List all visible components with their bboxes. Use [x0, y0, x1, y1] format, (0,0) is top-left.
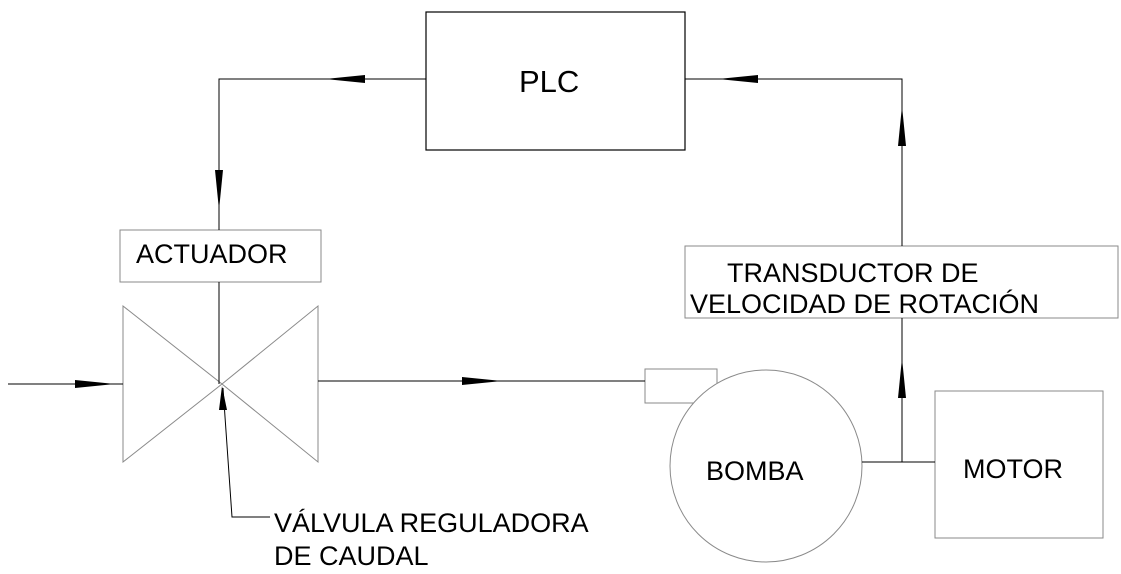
bomba-circle [669, 369, 863, 563]
transductor-label-line1: TRANSDUCTOR DE [727, 258, 979, 288]
motor-box [934, 390, 1104, 539]
valve-right-triangle [221, 304, 319, 464]
actuador-input-arrow [215, 170, 223, 210]
bomba-label: BOMBA [706, 456, 804, 486]
sensor-arrow [898, 358, 906, 398]
transductor-output-arrow [898, 106, 906, 146]
transductor-to-plc-line [685, 78, 903, 246]
valve-left-triangle [122, 304, 223, 464]
valve-to-pump-arrow [462, 377, 502, 385]
actuador-box [119, 229, 322, 283]
plc-output-arrow [325, 75, 365, 83]
valve-leader-arrow [219, 386, 227, 410]
inlet-arrow [75, 380, 115, 388]
valve-leader-line [222, 387, 270, 518]
plc-to-actuador-line [218, 78, 426, 230]
plc-input-arrow [718, 75, 758, 83]
plc-label: PLC [519, 64, 580, 99]
motor-label: MOTOR [963, 454, 1063, 484]
transductor-label-line2: VELOCIDAD DE ROTACIÓN [690, 289, 1040, 319]
actuador-label: ACTUADOR [136, 239, 288, 269]
valvula-label-line2: DE CAUDAL [274, 541, 429, 571]
valvula-label-line1: VÁLVULA REGULADORA [274, 508, 589, 538]
plc-box [425, 11, 686, 151]
